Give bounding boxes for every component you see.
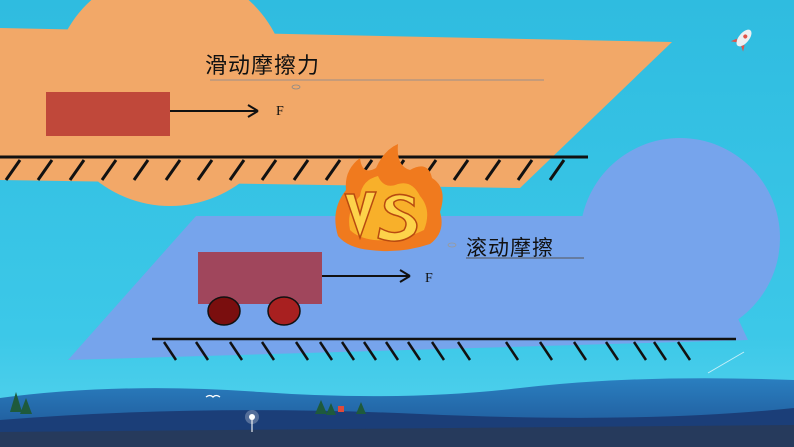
sliding-friction-title: 滑动摩擦力 xyxy=(205,54,321,79)
sliding-friction-panel xyxy=(0,0,672,206)
sliding-ground xyxy=(0,155,588,181)
shooting-star xyxy=(707,351,745,374)
rolling-cart xyxy=(198,252,322,304)
rolling-ground xyxy=(152,337,736,361)
road xyxy=(0,425,794,447)
rocket-icon xyxy=(730,29,752,52)
link-icon xyxy=(291,84,301,90)
force-label: F xyxy=(425,271,433,286)
cart-wheels xyxy=(207,296,301,326)
tiny-house xyxy=(338,406,344,412)
link-icon xyxy=(447,242,457,248)
street-lamp-icon xyxy=(245,410,259,432)
force-arrow xyxy=(322,269,411,283)
vs-flame-icon xyxy=(335,144,443,252)
trees xyxy=(10,392,366,415)
force-arrow xyxy=(170,104,259,118)
force-label: F xyxy=(276,104,284,119)
bird-icon xyxy=(205,394,221,398)
rolling-friction-title: 滚动摩擦 xyxy=(466,236,554,260)
sliding-block xyxy=(46,92,170,136)
